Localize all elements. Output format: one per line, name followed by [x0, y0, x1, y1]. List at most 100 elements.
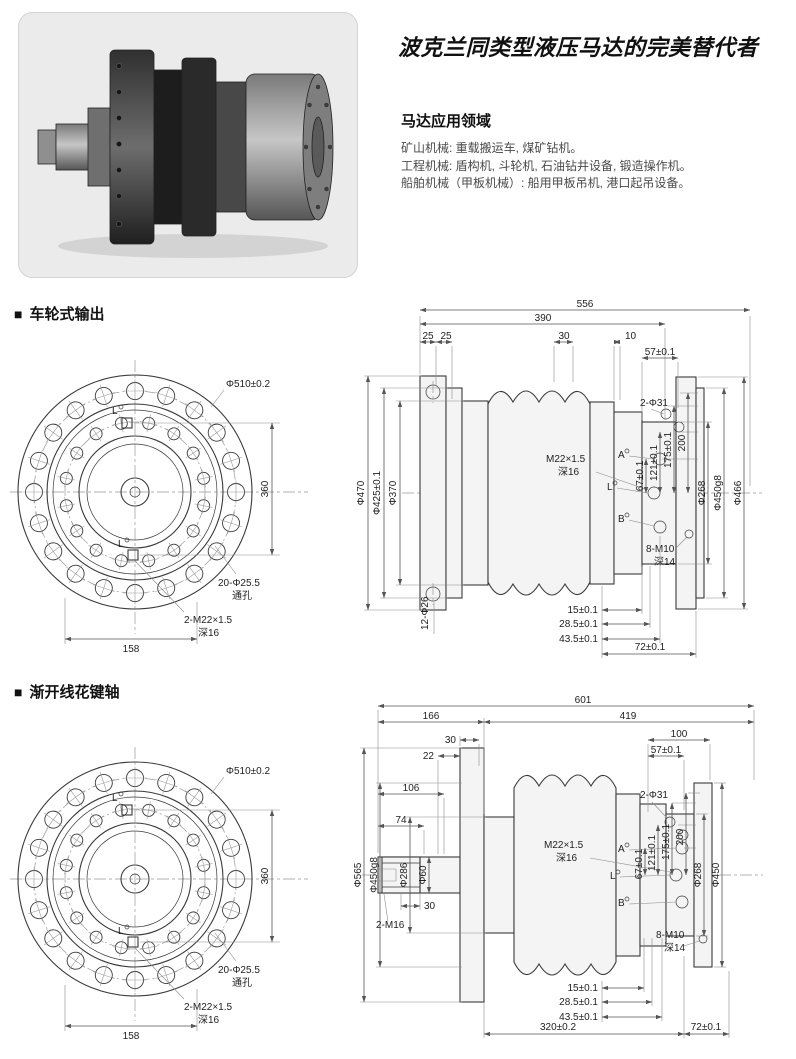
port-label: B	[618, 898, 625, 909]
dim-label: 深14	[654, 556, 676, 568]
port-label: L	[607, 482, 613, 493]
dim-label: 30	[424, 901, 436, 912]
dim-label: 深14	[664, 942, 686, 954]
port-label: L	[610, 871, 616, 882]
dim-label: 360	[260, 480, 271, 497]
callout-flange-through-holes: 12-Φ26	[420, 596, 435, 634]
dim-label: 100	[671, 729, 688, 740]
port-labels: M22×1.5 深16 A L B	[546, 448, 655, 527]
port-label: A	[618, 450, 625, 461]
drum-bolt-dots	[303, 84, 333, 210]
dim-label: 30	[445, 735, 457, 746]
right-port-dimensions: 67±0.1 121±0.1 175±0.1 200	[634, 792, 700, 879]
dim-label: 20-Φ25.5	[218, 578, 260, 589]
dim-label: 深16	[198, 627, 220, 639]
dim-label: 2-M22×1.5	[184, 615, 233, 626]
dim-label: 43.5±0.1	[559, 1012, 598, 1023]
dim-label: 深16	[198, 1014, 220, 1026]
right-port-dimensions: 67±0.1 121±0.1 175±0.1 200	[635, 392, 698, 494]
side-view-wheel-output: 556 390 25 25 30 10 57±0.1 Φ470 Φ425±0.1	[356, 299, 762, 658]
dim-label: 57±0.1	[651, 745, 682, 756]
dim-label: 175±0.1	[663, 432, 674, 469]
dim-label: 通孔	[232, 977, 252, 989]
shaft-tap-callouts: 2-M16 30	[376, 893, 436, 931]
dim-label: 2-M22×1.5	[184, 1002, 233, 1013]
dim-label: 43.5±0.1	[559, 634, 598, 645]
outer-bolt-hole-ring	[22, 379, 248, 605]
dim-label: 2-Φ31	[640, 790, 668, 801]
callout-flange-taps: 8-M10 深14	[646, 529, 694, 568]
dim-label: Φ510±0.2	[226, 379, 270, 390]
left-diameter-dimensions: Φ565 Φ450g8 Φ286 Φ60	[353, 747, 486, 1003]
port-labels: M22×1.5 深16 A L B	[544, 840, 677, 909]
callout-flange-taps: 8-M10 深14	[656, 930, 708, 954]
front-view-wheel-output: L L Φ510±0.2 360 20-Φ25.5 通孔 2-M22×1.5 深…	[10, 360, 308, 655]
callout-port-holes: 2-Φ31	[640, 790, 668, 819]
dim-label: 12-Φ26	[420, 596, 431, 630]
dim-label: 30	[558, 331, 570, 342]
dim-label: 15±0.1	[567, 605, 598, 616]
product-photo-illustration	[18, 12, 358, 278]
dim-label: 深16	[558, 466, 580, 478]
inner-bolt-hole-ring	[57, 414, 213, 570]
dim-label: Φ286	[399, 862, 410, 887]
dim-label: 158	[123, 1031, 140, 1042]
motor-front-circles	[17, 374, 253, 610]
dim-label: 200	[675, 828, 686, 845]
port-label: L	[118, 539, 124, 550]
dim-label: 67±0.1	[634, 848, 645, 879]
dim-label: 25	[422, 331, 434, 342]
dim-label: Φ565	[353, 862, 364, 887]
dim-label: 8-M10	[656, 930, 685, 941]
right-diameter-dimensions: Φ268 Φ450g8 Φ466	[678, 376, 748, 610]
dim-label: 166	[423, 711, 440, 722]
dim-label: 121±0.1	[647, 835, 658, 872]
dim-label: M22×1.5	[546, 454, 586, 465]
port-label: A	[618, 844, 625, 855]
dim-label: 20-Φ25.5	[218, 965, 260, 976]
dim-label: 74	[395, 815, 407, 826]
dim-label: Φ466	[733, 480, 744, 505]
dim-label: Φ510±0.2	[226, 766, 270, 777]
port-label: L	[112, 406, 118, 417]
left-diameter-dimensions: Φ470 Φ425±0.1 Φ370	[356, 375, 464, 611]
section-marker: ■	[14, 305, 23, 322]
page-title: 波克兰同类型液压马达的完美替代者	[398, 35, 759, 60]
dim-outer-diameter: Φ510±0.2	[210, 766, 270, 795]
front-view-spline-shaft: L L Φ510±0.2 360 20-Φ25.5 通孔 2-M22×1.5 深…	[10, 747, 308, 1042]
top-dimensions: 556 390 25 25 30 10 57±0.1	[419, 299, 751, 486]
dim-label: 419	[620, 711, 637, 722]
application-line: 矿山机械: 重载搬运车, 煤矿钻机。	[401, 141, 583, 155]
dim-label: 2-Φ31	[640, 398, 668, 409]
dim-label: 320±0.2	[540, 1022, 577, 1033]
dim-label: 10	[625, 331, 637, 342]
callout-tapped-holes: 2-M22×1.5 深16	[134, 560, 233, 639]
dim-label: 556	[577, 299, 594, 310]
callout-through-holes: 20-Φ25.5 通孔	[214, 545, 260, 602]
applications-heading: 马达应用领域	[401, 113, 492, 130]
bottom-dimensions: 15±0.1 28.5±0.1 43.5±0.1 320±0.2 72±0.1	[483, 938, 730, 1038]
port-l-labels: L L	[112, 404, 130, 550]
motor-illustration	[37, 49, 334, 245]
dim-label: Φ60	[418, 865, 429, 885]
flange-bolt-dots	[116, 63, 122, 227]
product-photo	[18, 12, 358, 278]
dim-label: 106	[403, 783, 420, 794]
dim-label: Φ370	[388, 480, 399, 505]
port-plug-squares	[121, 804, 139, 948]
dim-label: 28.5±0.1	[559, 997, 598, 1008]
dim-label: 601	[575, 696, 592, 706]
dim-vertical-360: 360	[134, 422, 280, 556]
dim-outer-diameter: Φ510±0.2	[210, 379, 270, 408]
application-line: 工程机械: 盾构机, 斗轮机, 石油钻井设备, 锻造操作机。	[401, 158, 692, 173]
side-view-spline-shaft: 601 166 419 30 100 22 57±0.1 106 74	[353, 696, 763, 1038]
section-heading-label: 渐开线花键轴	[29, 684, 120, 701]
dim-label: M22×1.5	[544, 840, 584, 851]
dim-label: 360	[260, 867, 271, 884]
dim-label: 121±0.1	[649, 445, 660, 482]
bottom-dimensions: 15±0.1 28.5±0.1 43.5±0.1 72±0.1	[559, 536, 697, 658]
flange-bolt-holes	[425, 381, 441, 605]
callout-through-holes: 20-Φ25.5 通孔	[214, 932, 260, 989]
dim-label: 72±0.1	[691, 1022, 722, 1033]
dim-label: 通孔	[232, 590, 252, 602]
